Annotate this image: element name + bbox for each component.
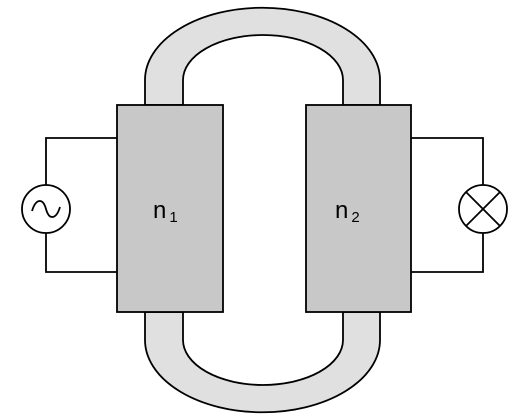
core-lower [144,311,381,414]
core-upper [144,6,381,106]
secondary-coil [305,104,412,313]
ac-source-icon [21,184,71,234]
lamp-icon [458,184,508,234]
secondary-wire-bottom [411,232,484,273]
primary-wire-top [45,137,117,186]
secondary-wire-top [411,137,484,185]
primary-wire-bottom [45,233,117,273]
primary-coil [116,104,224,313]
